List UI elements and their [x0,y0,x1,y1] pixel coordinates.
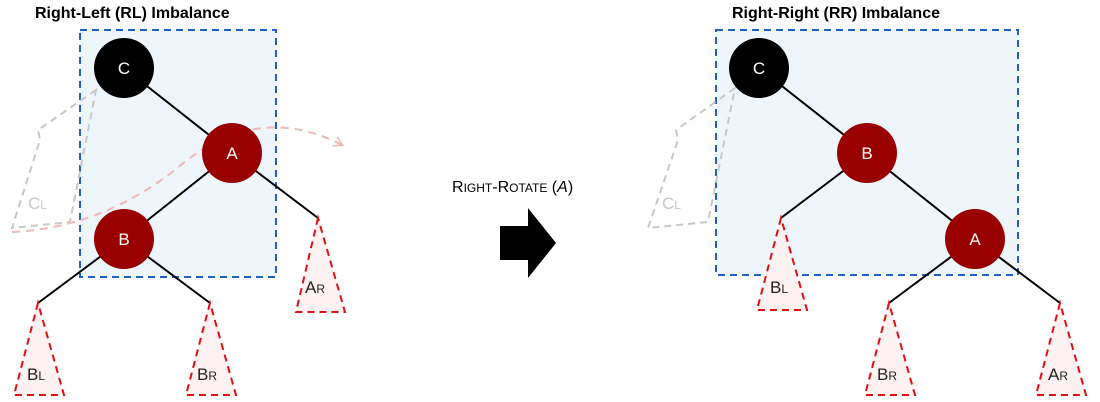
right-panel: Right-Right (RR) Imbalance CL BL [646,5,1088,396]
left-ar-letter: A [305,278,317,297]
right-subtree-bl: BL [755,214,809,311]
svg-text:BR: BR [197,365,217,384]
left-ar-sub: R [316,282,325,296]
left-cl-letter: C [28,194,40,213]
right-node-a-label: A [969,230,981,249]
left-subtree-br: BR [184,299,238,396]
left-title: Right-Left (RL) Imbalance [35,5,230,22]
right-subtree-cl: CL [646,85,737,230]
svg-text:BL: BL [770,278,788,297]
left-bl-letter: B [27,365,38,384]
right-node-b: B [837,123,897,183]
right-arrow-icon [500,208,556,278]
operation-label: RIGHT-ROTATE (A) [452,179,573,196]
left-node-b-label: B [118,230,129,249]
left-bl-sub: L [38,369,45,383]
left-cl-sub: L [40,198,47,212]
left-br-sub: R [208,369,217,383]
right-title: Right-Right (RR) Imbalance [732,5,940,22]
right-br-sub: R [888,369,897,383]
left-node-b: B [94,209,154,269]
right-cl-letter: C [662,194,674,213]
right-ar-sub: R [1059,369,1068,383]
right-ar-letter: A [1048,365,1060,384]
right-bl-letter: B [770,278,781,297]
right-cl-sub: L [674,198,681,212]
left-node-c: C [94,38,154,98]
svg-text:BL: BL [27,365,45,384]
left-node-a: A [202,123,262,183]
svg-text:CL: CL [28,194,47,213]
left-subtree-bl: BL [12,299,66,396]
left-node-a-label: A [226,144,238,163]
svg-text:AR: AR [1048,365,1068,384]
right-node-c: C [729,38,789,98]
left-node-c-label: C [118,59,130,78]
left-subtree-cl: CL [10,87,98,230]
operation: RIGHT-ROTATE (A) [452,179,573,278]
svg-text:AR: AR [305,278,325,297]
left-br-letter: B [197,365,208,384]
svg-text:BR: BR [877,365,897,384]
right-subtree-ar: AR [1034,299,1088,396]
right-node-b-label: B [861,144,872,163]
right-node-a: A [945,209,1005,269]
right-br-letter: B [877,365,888,384]
left-panel: Right-Left (RL) Imbalance CL AR [10,5,347,396]
right-node-c-label: C [753,59,765,78]
right-bl-sub: L [781,282,788,296]
svg-text:CL: CL [662,194,681,213]
left-subtree-ar: AR [294,214,347,313]
right-subtree-br: BR [863,299,917,396]
